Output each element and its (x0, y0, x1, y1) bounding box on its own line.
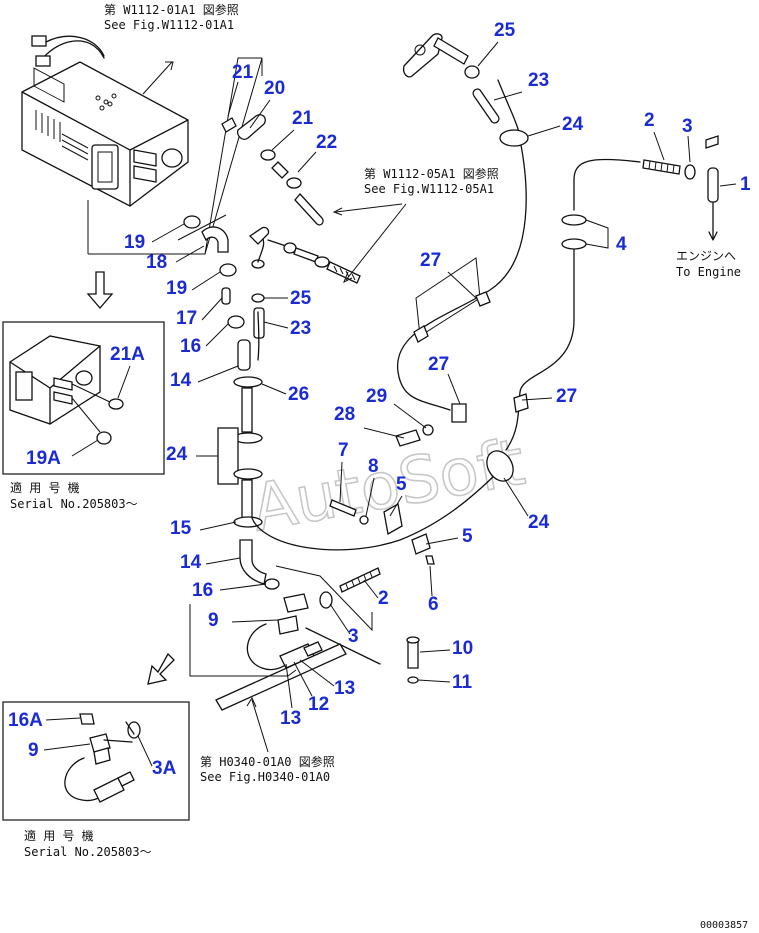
callout-12: 12 (308, 694, 329, 715)
callout-23: 23 (290, 318, 311, 339)
hose-fittings-upper (183, 114, 324, 253)
callout-28: 28 (334, 404, 355, 425)
callout-17: 17 (176, 308, 197, 329)
ref-top-en: See Fig.W1112-01A1 (104, 18, 234, 32)
callout-24: 24 (562, 114, 584, 135)
filler-cap-assembly (402, 33, 529, 147)
callout-21: 21 (292, 108, 314, 129)
callout-21A: 21A (110, 344, 145, 365)
callout-21: 21 (232, 62, 254, 83)
callout-22: 22 (316, 132, 337, 153)
callout-26: 26 (288, 384, 309, 405)
callout-19: 19 (166, 278, 187, 299)
callout-8: 8 (368, 456, 379, 477)
callout-19A: 19A (26, 448, 61, 469)
clamp-bracket-parts (319, 257, 529, 684)
callout-3: 3 (682, 116, 693, 137)
callout-11: 11 (452, 672, 473, 693)
callout-27: 27 (556, 386, 577, 407)
callout-23: 23 (528, 70, 549, 91)
callout-13: 13 (334, 678, 355, 699)
callout-5: 5 (396, 474, 407, 495)
leader-lines (43, 41, 737, 767)
callout-25: 25 (290, 288, 312, 309)
ref-mid-en: See Fig.W1112-05A1 (364, 182, 494, 196)
ref-bottom-jp: 第 H0340-01A0 図参照 (200, 754, 335, 769)
callout-7: 7 (338, 440, 349, 461)
callout-14: 14 (170, 370, 192, 391)
drain-valve-assembly (215, 593, 381, 711)
callout-15: 15 (170, 518, 192, 539)
ref-bottom-en: See Fig.H0340-01A0 (200, 770, 330, 784)
callout-6: 6 (428, 594, 439, 615)
callout-13: 13 (280, 708, 301, 729)
callout-9: 9 (28, 740, 39, 761)
callout-27: 27 (428, 354, 449, 375)
callout-16: 16 (180, 336, 201, 357)
callout-24: 24 (528, 512, 550, 533)
callout-29: 29 (366, 386, 387, 407)
footer-code: 00003857 (700, 920, 748, 931)
ref-engine-en: To Engine (676, 265, 741, 279)
heater-unit (21, 35, 189, 207)
callout-10: 10 (452, 638, 473, 659)
ref-top-jp: 第 W1112-01A1 図参照 (104, 2, 239, 17)
callout-2: 2 (644, 110, 655, 131)
ref-engine-jp: エンジンへ (676, 249, 736, 263)
inset-lower-serial-en: Serial No.205803～ (24, 845, 152, 859)
callout-16: 16 (192, 580, 213, 601)
callout-20: 20 (264, 78, 285, 99)
callout-9: 9 (208, 610, 219, 631)
inset-upper-serial-jp: 適 用 号 機 (10, 480, 80, 495)
callout-24: 24 (166, 444, 188, 465)
callout-27: 27 (420, 250, 441, 271)
callout-3A: 3A (152, 758, 177, 779)
callout-1: 1 (740, 174, 751, 195)
callout-2: 2 (378, 588, 389, 609)
callout-14: 14 (180, 552, 202, 573)
inset-upper (2, 321, 165, 475)
callout-4: 4 (616, 234, 627, 255)
callout-16A: 16A (8, 710, 43, 731)
callout-5: 5 (462, 526, 473, 547)
callout-25: 25 (494, 20, 516, 41)
callout-3: 3 (348, 626, 359, 647)
callout-19: 19 (124, 232, 145, 253)
inset-upper-serial-en: Serial No.205803～ (10, 497, 138, 511)
ref-mid-jp: 第 W1112-05A1 図参照 (364, 166, 499, 181)
engine-connection-parts (561, 135, 719, 250)
inset-lower-serial-jp: 適 用 号 機 (24, 828, 94, 843)
inset-lower (2, 701, 190, 821)
callout-18: 18 (146, 252, 167, 273)
